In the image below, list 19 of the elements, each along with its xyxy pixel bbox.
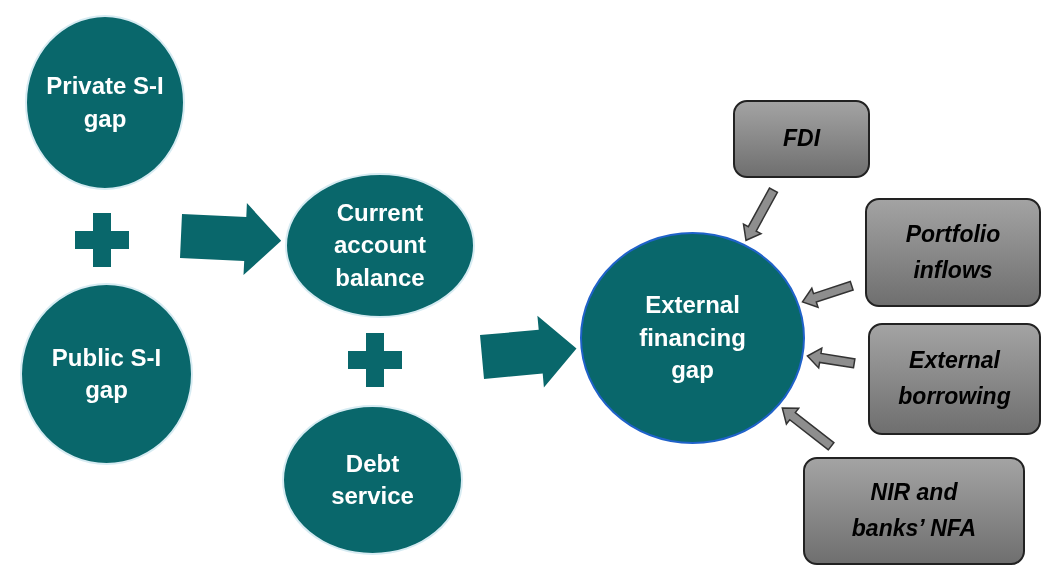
block-arrow	[781, 407, 835, 451]
block-arrow	[801, 280, 855, 309]
node-label: External borrowing	[897, 346, 1012, 411]
block-arrow	[806, 346, 856, 370]
node-label: Current account balance	[333, 197, 427, 293]
block-arrow	[180, 203, 282, 275]
node-label: NIR and banks’ NFA	[850, 478, 978, 543]
node-label: Portfolio inflows	[904, 219, 1002, 285]
node-label: Public S-I gap	[50, 342, 163, 405]
node-label: Private S-I gap	[45, 71, 165, 134]
source-box	[868, 323, 1041, 435]
source-box	[733, 100, 870, 178]
node-label: Debt service	[330, 448, 415, 511]
block-arrow	[742, 187, 779, 242]
block-arrow	[480, 315, 577, 388]
node-label: External financing gap	[638, 290, 747, 386]
node-label: FDI	[781, 124, 822, 154]
source-box	[865, 198, 1041, 307]
source-box	[803, 457, 1025, 565]
